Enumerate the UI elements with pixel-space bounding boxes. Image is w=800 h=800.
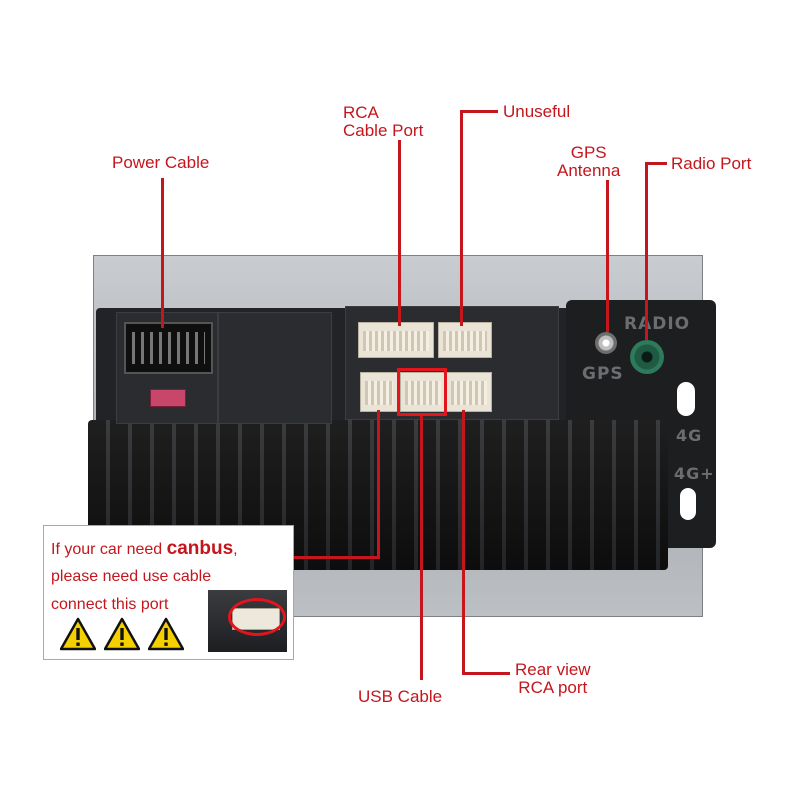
rear-label-line1: Rear view [515, 660, 591, 679]
callout-line1-bold: canbus [166, 538, 234, 559]
rca-cable-connector [358, 322, 434, 358]
usb-connector [400, 372, 446, 412]
thumbnail-highlight-circle [228, 598, 286, 636]
canbus-line-horizontal [292, 556, 380, 559]
gps-antenna-line [606, 180, 609, 332]
callout-line3: connect this port [51, 596, 169, 613]
rca-cable-port-label: RCA Cable Port [343, 104, 423, 140]
warning-triangle-icon [60, 617, 96, 651]
callout-line1-suffix: , [233, 541, 238, 558]
unuseful-line-vertical [460, 110, 463, 326]
slot-4g [677, 382, 695, 416]
callout-line2: please need use cable [51, 568, 212, 585]
usb-cable-label: USB Cable [358, 687, 443, 706]
rear-view-line-horizontal [462, 672, 510, 675]
power-cable-line [161, 178, 164, 328]
power-connector [124, 322, 213, 374]
radio-port-line-horizontal [645, 162, 667, 165]
4g-embossed-text: 4G [676, 426, 703, 445]
gps-embossed-text: GPS [582, 364, 624, 384]
4g-plus-embossed-text: 4G+ [674, 464, 715, 483]
power-cable-label: Power Cable [112, 153, 210, 172]
canbus-line-vertical [377, 410, 380, 558]
rear-view-line-vertical [462, 410, 465, 674]
rear-view-rca-label: Rear view RCA port [515, 661, 591, 697]
rca-cable-line [398, 140, 401, 326]
callout-line1-prefix: If your car need [51, 541, 167, 558]
canbus-connector [360, 372, 398, 412]
gps-antenna-label: GPS Antenna [557, 144, 620, 180]
slot-4g-plus [680, 488, 696, 520]
rear-label-line2: RCA port [518, 678, 588, 697]
callout-line1: If your car need canbus, [51, 538, 238, 560]
unuseful-connector [438, 322, 492, 358]
fuse [150, 389, 186, 407]
warning-triangle-icon [104, 617, 140, 651]
usb-highlight-box [397, 368, 447, 416]
rca-label-line1: RCA [343, 103, 379, 122]
gps-label-line2: Antenna [557, 161, 621, 180]
center-block [218, 312, 332, 424]
unuseful-label: Unuseful [503, 102, 571, 121]
rear-view-rca-connector [446, 372, 492, 412]
gps-label-line1: GPS [570, 143, 607, 162]
radio-port-socket [630, 340, 664, 374]
rca-label-line2: Cable Port [343, 121, 424, 140]
warning-triangle-icon [148, 617, 184, 651]
radio-port-line-vertical [645, 162, 648, 340]
usb-cable-line [420, 416, 423, 680]
unuseful-line-horizontal [460, 110, 498, 113]
canbus-port-thumbnail [208, 590, 287, 652]
radio-port-label: Radio Port [671, 154, 752, 173]
radio-embossed-text: RADIO [624, 314, 691, 334]
gps-antenna-port [595, 332, 617, 354]
